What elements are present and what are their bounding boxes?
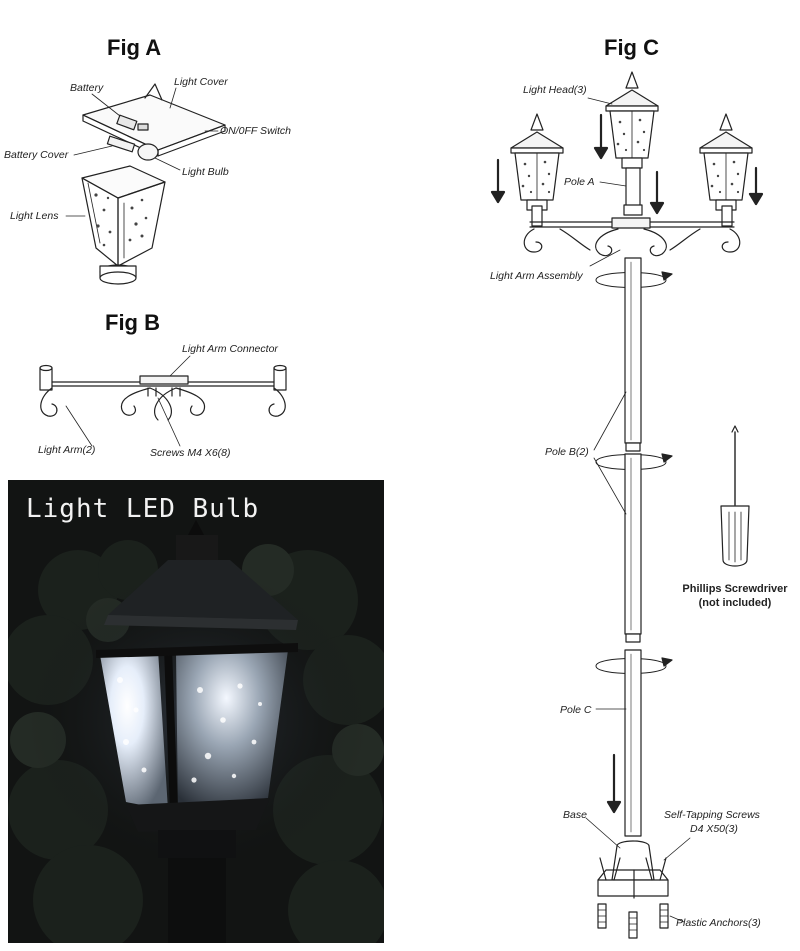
label-pole-b: Pole B(2) <box>545 446 589 458</box>
label-on-off-switch: ON/0FF Switch <box>220 125 291 137</box>
label-pole-a: Pole A <box>564 176 595 188</box>
label-screwdriver: Phillips Screwdriver (not included) <box>675 582 795 610</box>
label-light-head: Light Head(3) <box>523 84 587 96</box>
label-light-arm-connector: Light Arm Connector <box>182 343 278 355</box>
label-light-bulb: Light Bulb <box>182 166 229 178</box>
fig-c-drawing <box>490 71 764 939</box>
label-self-tapping-size: D4 X50(3) <box>690 823 738 835</box>
label-screws: Screws M4 X6(8) <box>150 447 231 459</box>
night-lamp-photo: Light LED Bulb <box>8 480 384 943</box>
label-light-cover: Light Cover <box>174 76 228 88</box>
label-pole-c: Pole C <box>560 704 592 716</box>
screwdriver-name: Phillips Screwdriver <box>682 583 788 595</box>
label-self-tapping-screws: Self-Tapping Screws <box>664 809 760 821</box>
fig-a-drawing <box>65 83 226 285</box>
label-light-lens: Light Lens <box>10 210 59 222</box>
fig-b-title: Fig B <box>105 310 160 335</box>
photo-caption: Light LED Bulb <box>26 494 260 524</box>
label-light-arm-assembly: Light Arm Assembly <box>490 270 583 282</box>
label-base: Base <box>563 809 587 821</box>
screwdriver-note: (not included) <box>698 597 772 609</box>
label-battery-cover: Battery Cover <box>4 149 69 161</box>
fig-b-drawing <box>39 355 287 447</box>
label-light-arm: Light Arm(2) <box>38 444 96 456</box>
fig-c-title: Fig C <box>604 35 659 60</box>
fig-a-title: Fig A <box>107 35 162 60</box>
lamp-photo-render <box>8 520 384 943</box>
label-plastic-anchors: Plastic Anchors(3) <box>676 917 761 929</box>
label-battery: Battery <box>70 82 104 94</box>
